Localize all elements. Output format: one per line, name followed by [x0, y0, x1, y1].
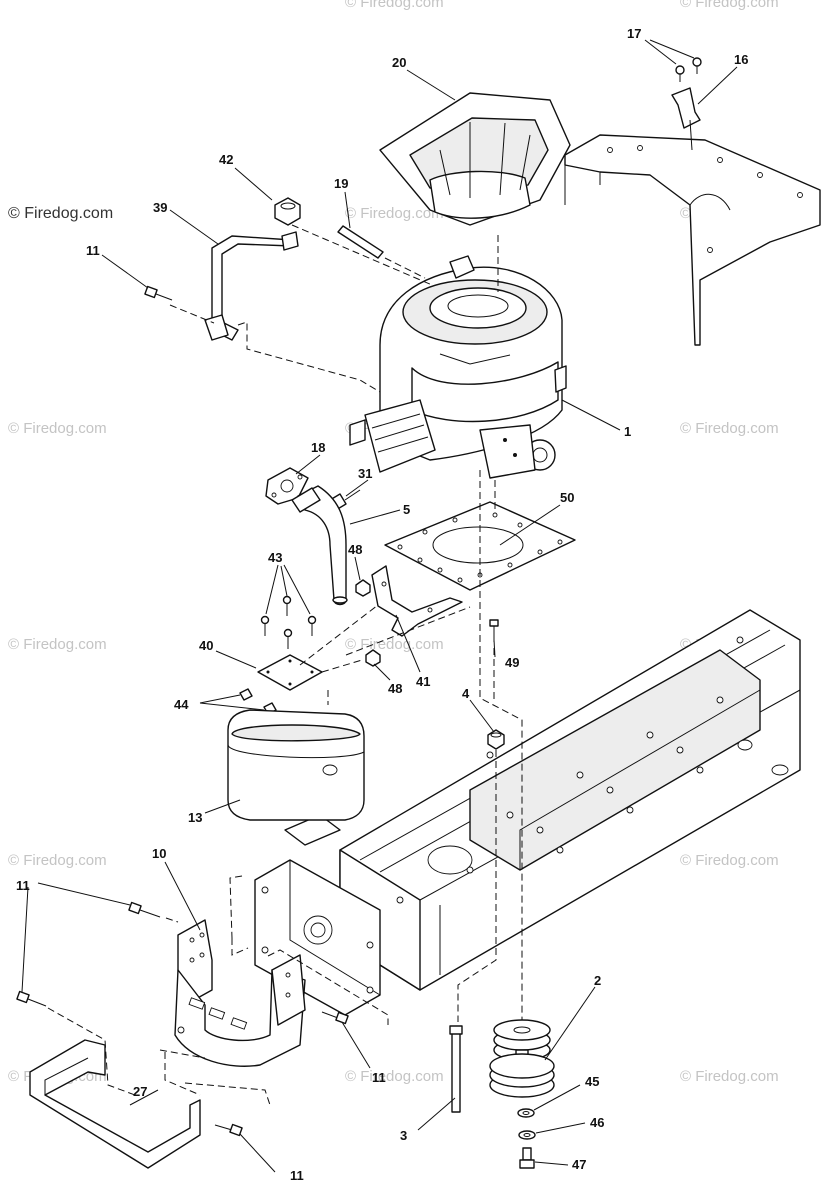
exhaust-pipe-5	[291, 485, 348, 606]
watermark-faint: © Firedog.com	[345, 636, 444, 653]
spacer-42	[274, 197, 301, 226]
nut-48-upper	[355, 579, 371, 597]
front-bracket-10	[174, 919, 306, 1067]
chassis-frame	[339, 609, 801, 991]
callout-43: 43	[268, 550, 282, 565]
muffler-bracket-41	[371, 565, 463, 637]
callout-42: 42	[219, 152, 233, 167]
callout-27: 27	[133, 1084, 147, 1099]
pulley-2	[489, 1019, 555, 1098]
callout-18: 18	[311, 440, 325, 455]
callout-31: 31	[358, 466, 372, 481]
watermark-faint: © Firedog.com	[345, 205, 444, 222]
engine-bracket-39	[204, 231, 299, 341]
watermark-faint: © Firedog.com	[680, 420, 779, 437]
callout-11: 11	[290, 1168, 304, 1183]
callout-20: 20	[392, 55, 406, 70]
callout-48: 48	[388, 681, 402, 696]
bolt-47	[519, 1147, 535, 1169]
callout-39: 39	[153, 200, 167, 215]
leader-lines	[21, 39, 738, 1173]
washer-45	[517, 1108, 535, 1118]
callout-5: 5	[403, 502, 410, 517]
callout-49: 49	[505, 655, 519, 670]
bolt-49	[489, 619, 499, 642]
callout-44: 44	[174, 697, 189, 712]
throttle-control	[671, 87, 701, 151]
nut-48-lower	[365, 649, 381, 667]
callout-47: 47	[572, 1157, 586, 1172]
callout-16: 16	[734, 52, 748, 67]
callout-2: 2	[594, 973, 601, 988]
watermark-faint: © Firedog.com	[680, 0, 779, 11]
callout-1: 1	[624, 424, 631, 439]
screw-11-left-lower	[16, 990, 47, 1007]
screw-11-bottom	[214, 1123, 243, 1137]
watermark-faint: © Firedog.com	[680, 852, 779, 869]
watermark-faint: © Firedog.com	[8, 852, 107, 869]
screw-11-bracket	[321, 1011, 349, 1025]
screw-17	[675, 57, 702, 82]
callout-17: 17	[627, 26, 641, 41]
callout-19: 19	[334, 176, 348, 191]
plate-40	[257, 654, 323, 691]
screw-11-left-upper	[128, 901, 161, 918]
callout-4: 4	[462, 686, 470, 701]
shield-27	[29, 1039, 201, 1169]
alignment-lines	[47, 224, 523, 1106]
lockwasher-46	[518, 1130, 536, 1140]
muffler-13	[227, 709, 365, 821]
watermark-faint: © Firedog.com	[680, 1068, 779, 1085]
callout-46: 46	[590, 1115, 604, 1130]
callout-45: 45	[585, 1074, 599, 1089]
blower-housing	[379, 92, 571, 226]
callout-11: 11	[16, 878, 30, 893]
callout-13: 13	[188, 810, 202, 825]
pin-19	[337, 225, 384, 259]
shaft-3	[449, 1025, 463, 1113]
screws-43	[260, 595, 317, 649]
callout-41: 41	[416, 674, 430, 689]
watermark-faint: © Firedog.com	[8, 420, 107, 437]
watermark-faint: © Firedog.com	[345, 1068, 444, 1085]
dash-panel	[564, 134, 821, 346]
callout-11: 11	[372, 1070, 386, 1085]
screws-44	[239, 688, 277, 715]
watermark-faint: © Firedog.com	[345, 0, 444, 11]
engine	[349, 255, 567, 479]
callout-48: 48	[348, 542, 362, 557]
callout-labels: 1 2 3 4 5 10 11 11 11 11 13 16 17 18 19 …	[16, 26, 748, 1183]
callout-50: 50	[560, 490, 574, 505]
screw-11-upper	[144, 285, 173, 301]
callout-11: 11	[86, 243, 100, 258]
nut-4	[487, 729, 505, 750]
callout-10: 10	[152, 846, 166, 861]
watermark-faint: © Firedog.com	[8, 636, 107, 653]
engine-mount-plate	[384, 501, 576, 591]
watermark-primary: © Firedog.com	[8, 205, 114, 222]
callout-3: 3	[400, 1128, 407, 1143]
callout-40: 40	[199, 638, 213, 653]
